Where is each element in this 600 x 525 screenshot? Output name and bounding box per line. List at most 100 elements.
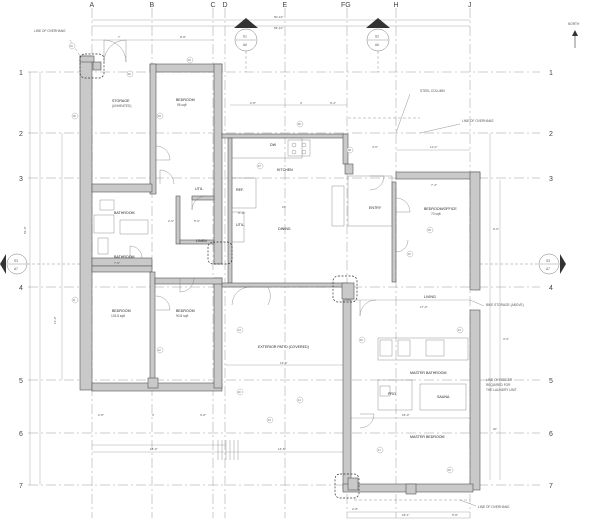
north-arrow: NORTH (568, 22, 580, 48)
svg-text:01: 01 (70, 45, 73, 48)
svg-text:13: 13 (238, 329, 241, 332)
tag: 12 (156, 346, 164, 354)
room-bedroom-mid: BEDROOM (176, 309, 195, 313)
note-overhang-tr: LINE OF OVERHANG (462, 119, 494, 123)
dim-9-4: 9'-4" (330, 101, 336, 105)
dim-11-0: 11'-0" (430, 145, 437, 149)
dim-9-0: 9'-0" (493, 227, 499, 231)
grid-row-3: 3 (19, 176, 23, 183)
room-dining: DINING (278, 227, 291, 231)
svg-text:03: 03 (188, 59, 191, 62)
s1-sheet: A6 (243, 43, 247, 47)
svg-text:18: 18 (448, 469, 451, 472)
column-callouts (79, 53, 360, 499)
room-linen: LINEN (196, 239, 207, 243)
grid-row-labels-left: 1 2 3 4 5 6 7 (19, 70, 23, 490)
grid-row-1-right: 1 (549, 70, 553, 77)
section-marker-s3-right: S3 A7 (480, 253, 566, 275)
svg-text:07: 07 (258, 165, 261, 168)
room-patio: EXTERIOR PATIO (COVERED) (258, 345, 309, 349)
dim-18-0: 18'-0" (402, 413, 410, 417)
grid-row-1: 1 (19, 70, 23, 77)
dim-7: 7' (118, 35, 121, 39)
room-living: LIVING (424, 295, 436, 299)
fixtures (69, 39, 470, 501)
grid-row-2: 2 (19, 131, 23, 138)
dim-14-6: 14'-6" (280, 361, 288, 365)
svg-text:19: 19 (268, 419, 271, 422)
tag: 08 (346, 146, 354, 154)
grid-row-labels-right: 1 2 3 4 5 6 7 (549, 70, 553, 490)
dim-9-11: 9'-11" (238, 211, 245, 215)
svg-text:04: 04 (158, 115, 161, 118)
dim-17-0: 17'-0" (420, 305, 428, 309)
note-bike-storage: BIKE STORAGE (ABOVE) (486, 303, 524, 307)
dim-3: 3' (300, 101, 303, 105)
room-master-bed: MASTER BEDROOM (410, 435, 445, 439)
north-label: NORTH (568, 22, 580, 26)
dim-7-6: 7'-6" (114, 261, 120, 265)
tag: 15 (358, 336, 366, 344)
element-tags: 01 02 03 04 05 06 07 08 09 10 11 12 13 1… (68, 42, 464, 474)
s3-left-number: S3 (14, 259, 18, 263)
room-util-a: UTIL. (195, 187, 204, 191)
room-bedroom-left-area: 103.8 sqft (111, 314, 125, 318)
room-bedroom-top: BEDROOM (176, 98, 195, 102)
grid-col-a: A (90, 2, 95, 9)
doors (103, 39, 411, 429)
svg-text:06: 06 (298, 123, 301, 126)
grid-col-fg: FG (341, 2, 351, 9)
room-bedroom-mid-area: 90.8 sqft (176, 314, 188, 318)
note-overhang-tl: LINE OF OVERHANG (34, 29, 66, 33)
note-laundry-1: LINE OF FEEDER (486, 378, 513, 382)
grid-col-c: C (211, 2, 216, 9)
dim-3-6: 3'-6" (503, 337, 509, 341)
grid-row-4-right: 4 (549, 285, 553, 292)
annotation-notes: LINE OF OVERHANG STEEL COLUMN LINE OF OV… (34, 29, 524, 509)
grid-col-e: E (283, 2, 288, 9)
dim-7-3: 7'-3" (431, 183, 437, 187)
tag: 07 (256, 162, 264, 170)
section-marker-s1: S1 A6 (234, 18, 258, 72)
s1-number: S1 (243, 35, 247, 39)
dim-bot-3: 3'-8" (200, 413, 206, 417)
tag: 04 (156, 112, 164, 120)
grid-row-6-right: 6 (549, 431, 553, 438)
room-storage-sub: (UNHEATED) (112, 104, 131, 108)
grid-col-j: J (468, 2, 472, 9)
svg-text:15: 15 (360, 339, 363, 342)
svg-text:16: 16 (458, 329, 461, 332)
room-labels: STORAGE (UNHEATED) BEDROOM 96 sqft BATHR… (111, 98, 457, 439)
room-bedroom-left: BEDROOM (112, 309, 131, 313)
tag: 17 (376, 446, 384, 454)
tag: 14 (296, 396, 304, 404)
dim-4-6: 4'-6" (372, 145, 378, 149)
dim-20: 20' (493, 427, 497, 431)
grid-col-h: H (394, 2, 399, 9)
tag: 13 (236, 326, 244, 334)
room-ref: REF. (236, 188, 244, 192)
tag: 01 (68, 42, 76, 50)
svg-text:08: 08 (348, 149, 351, 152)
tag: 11 (71, 296, 79, 304)
room-bedroom-top-area: 96 sqft (177, 103, 187, 107)
dim-2-8: 2'-8" (250, 101, 256, 105)
s3-left-sheet: A7 (14, 267, 18, 271)
grid-col-d: D (223, 2, 228, 9)
dim-bot-4: 14'-6" (278, 447, 286, 451)
svg-text:17: 17 (378, 449, 381, 452)
room-pro: PRO (388, 392, 396, 396)
dim-bot-2: 3' (152, 413, 155, 417)
note-laundry-3: THE LAUNDRY UNIT (486, 388, 517, 392)
section-marker-s3-left: S3 A7 (0, 253, 80, 275)
svg-text:11: 11 (73, 299, 76, 302)
room-dw: DW (270, 143, 277, 147)
tag: 19 (266, 416, 274, 424)
room-bedroom-office-area: 70 sqft (431, 212, 441, 216)
svg-text:10: 10 (408, 253, 411, 256)
svg-text:02: 02 (128, 73, 131, 76)
s3-right-number: S3 (546, 259, 550, 263)
dim-top-sub: 56'-10" (274, 26, 283, 30)
dim-2-6: 2'-6" (168, 219, 174, 223)
